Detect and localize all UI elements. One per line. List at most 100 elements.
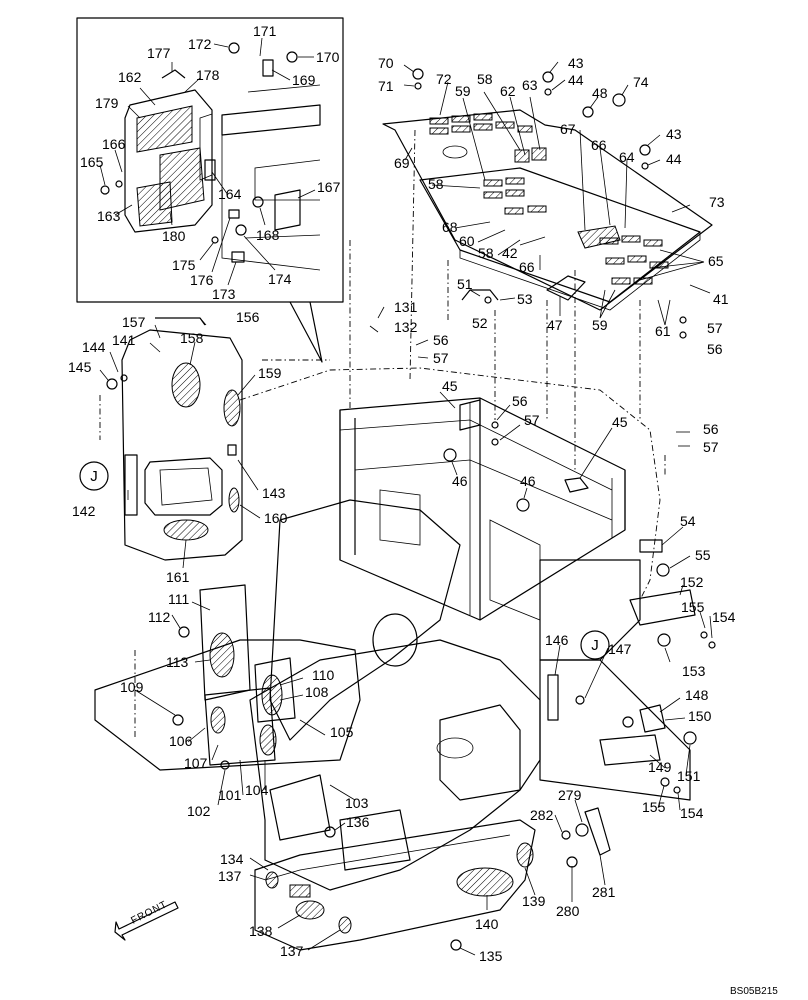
label-146: 146 bbox=[545, 632, 569, 648]
frame-outline bbox=[339, 397, 626, 621]
label-56a: 56 bbox=[707, 341, 723, 357]
front-arrow-icon bbox=[114, 901, 179, 941]
clip-143 bbox=[227, 444, 237, 456]
label-147: 147 bbox=[608, 641, 632, 657]
label-63: 63 bbox=[522, 77, 538, 93]
box-103 bbox=[269, 774, 331, 841]
lamp-134 bbox=[289, 884, 311, 898]
label-102: 102 bbox=[187, 803, 211, 819]
part-labels: 172 171 170 169 177 178 162 179 166 165 … bbox=[68, 23, 736, 964]
label-143: 143 bbox=[262, 485, 286, 501]
opening-161 bbox=[163, 519, 209, 541]
label-154a: 154 bbox=[712, 609, 736, 625]
bolt-112 bbox=[178, 626, 190, 638]
bolt-48 bbox=[582, 106, 594, 118]
left-deck bbox=[94, 639, 361, 771]
label-141: 141 bbox=[112, 332, 136, 348]
bolt-74 bbox=[612, 93, 626, 107]
label-163: 163 bbox=[97, 208, 121, 224]
label-171: 171 bbox=[253, 23, 277, 39]
plate-149 bbox=[599, 734, 661, 766]
lamp-139 bbox=[516, 842, 534, 868]
label-156: 156 bbox=[236, 309, 260, 325]
label-103: 103 bbox=[345, 795, 369, 811]
label-57b: 57 bbox=[433, 350, 449, 366]
label-136: 136 bbox=[346, 814, 370, 830]
label-58b: 58 bbox=[428, 176, 444, 192]
bolt-46b bbox=[516, 498, 530, 512]
plate-176 bbox=[228, 209, 240, 219]
label-59a: 59 bbox=[455, 83, 471, 99]
floor-hole bbox=[442, 145, 468, 159]
label-176: 176 bbox=[190, 272, 214, 288]
label-167: 167 bbox=[317, 179, 341, 195]
label-56c: 56 bbox=[512, 393, 528, 409]
label-112: 112 bbox=[148, 609, 171, 625]
bolt-150 bbox=[622, 716, 634, 728]
right-side-hardware bbox=[547, 539, 716, 868]
label-58c: 58 bbox=[478, 245, 494, 261]
hinge-169 bbox=[262, 59, 274, 77]
door-panel bbox=[124, 89, 213, 233]
label-43b: 43 bbox=[666, 126, 682, 142]
label-153: 153 bbox=[682, 663, 706, 679]
washer-71 bbox=[414, 82, 422, 90]
label-158: 158 bbox=[180, 330, 204, 346]
figure-code: BS05B215 bbox=[730, 986, 778, 997]
label-56d: 56 bbox=[703, 421, 719, 437]
label-166: 166 bbox=[102, 136, 126, 152]
bolt-109 bbox=[172, 714, 184, 726]
label-43a: 43 bbox=[568, 55, 584, 71]
label-138: 138 bbox=[249, 923, 273, 939]
label-137a: 137 bbox=[218, 868, 242, 884]
label-280: 280 bbox=[556, 903, 580, 919]
assembly-lines bbox=[99, 129, 666, 740]
nut-155b bbox=[660, 777, 670, 787]
label-58a: 58 bbox=[477, 71, 493, 87]
bolt-165 bbox=[100, 185, 110, 195]
label-53: 53 bbox=[517, 291, 533, 307]
label-131: 131 bbox=[394, 299, 418, 315]
screw-56c bbox=[491, 421, 499, 429]
label-149: 149 bbox=[648, 759, 672, 775]
right-panel bbox=[539, 559, 641, 661]
bolt-174 bbox=[235, 224, 247, 236]
label-165: 165 bbox=[80, 154, 104, 170]
label-61: 61 bbox=[655, 323, 671, 339]
label-177: 177 bbox=[147, 45, 171, 61]
rod-156 bbox=[155, 317, 206, 326]
panel-110 bbox=[254, 657, 296, 723]
cab-frame bbox=[339, 397, 626, 621]
label-68: 68 bbox=[442, 219, 458, 235]
inset-pointer bbox=[289, 301, 323, 363]
label-106: 106 bbox=[169, 733, 193, 749]
opening-113 bbox=[209, 632, 235, 678]
mirror-279 bbox=[575, 823, 589, 837]
label-55: 55 bbox=[695, 547, 711, 563]
bolt-170 bbox=[286, 51, 298, 63]
label-108: 108 bbox=[305, 684, 329, 700]
washer-44b bbox=[641, 162, 649, 170]
washer-166 bbox=[115, 180, 123, 188]
inset-detail bbox=[76, 17, 344, 363]
latch-164 bbox=[204, 159, 216, 181]
label-281: 281 bbox=[592, 884, 616, 900]
label-145: 145 bbox=[68, 359, 92, 375]
lamp-137b bbox=[338, 916, 352, 934]
door-insulation-upper bbox=[136, 105, 193, 153]
boom-mount bbox=[269, 499, 461, 741]
label-144: 144 bbox=[82, 339, 106, 355]
ref-j2: J bbox=[591, 637, 599, 654]
opening-160 bbox=[228, 487, 240, 513]
label-151: 151 bbox=[677, 768, 701, 784]
label-134: 134 bbox=[220, 851, 244, 867]
label-150: 150 bbox=[688, 708, 712, 724]
lower-deck bbox=[249, 639, 541, 891]
label-139: 139 bbox=[522, 893, 546, 909]
bolt-280 bbox=[566, 856, 578, 868]
label-48: 48 bbox=[592, 85, 608, 101]
label-45a: 45 bbox=[442, 378, 458, 394]
left-side-panel bbox=[106, 317, 243, 561]
label-180: 180 bbox=[162, 228, 186, 244]
